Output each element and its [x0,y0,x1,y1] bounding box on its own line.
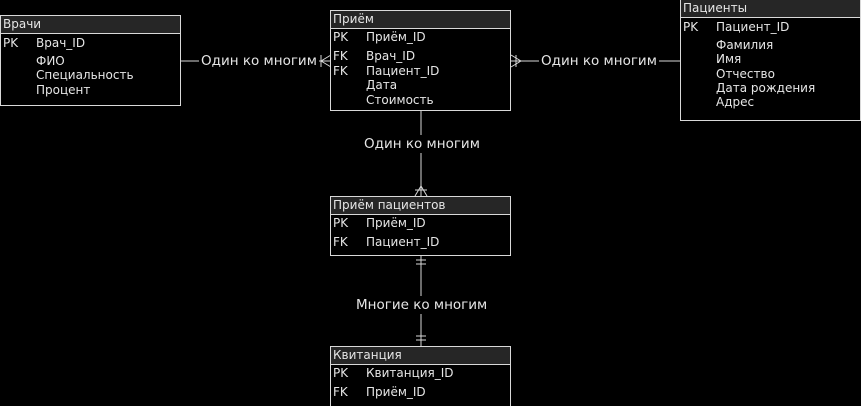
attr-name: ФИО [36,54,65,68]
crowfoot-priem-left [320,54,332,62]
attr-name: Стоимость [366,93,434,107]
attr-key: PK [333,30,349,44]
attr-name: Приём_ID [366,30,426,44]
attr-key: PK [683,20,699,34]
attr-name: Специальность [36,68,134,82]
entity-title: Приём [331,11,510,28]
attr-name: Приём_ID [366,385,426,399]
attr-key: FK [333,64,348,78]
attr-name: Квитанция_ID [366,366,454,380]
entity-title: Приём пациентов [331,197,510,214]
attr-key: PK [333,216,349,230]
attr-key: PK [333,366,349,380]
attr-name: Врач_ID [36,36,86,50]
attr-key: PK [3,36,19,50]
attr-key: FK [333,49,348,63]
relation-label-priem-priem-patsientov: Один ко многим [362,135,482,153]
relation-label-priem-patsientov-kvitantsiya: Многие ко многим [354,296,490,314]
attr-key: FK [333,235,348,249]
attr-name: Дата рождения [716,81,816,95]
crowfoot-priem-patsientov [414,185,422,197]
entity-title: Врачи [1,16,180,33]
entity-kvitantsiya[interactable]: Квитанция PK Квитанция_ID FK Приём_ID [330,346,511,406]
attr-name: Фамилия [716,38,774,52]
attr-name: Приём_ID [366,216,426,230]
entity-title: Квитанция [331,347,510,364]
attr-name: Врач_ID [366,49,416,63]
entity-vrachi[interactable]: Врачи PK Врач_ID ФИО Специальность Проце… [0,15,181,106]
attr-name: Пациент_ID [366,235,440,249]
attr-name: Адрес [716,95,755,109]
relation-label-patsienty-priem: Один ко многим [539,52,659,70]
attr-name: Пациент_ID [366,64,440,78]
attr-name: Пациент_ID [716,20,790,34]
attr-key: FK [333,385,348,399]
attr-name: Дата [366,78,398,92]
attr-name: Имя [716,52,742,66]
entity-priem[interactable]: Приём PK Приём_ID FK Врач_ID FK Пациент_… [330,10,511,111]
entity-priem-patsientov[interactable]: Приём пациентов PK Приём_ID FK Пациент_I… [330,196,511,256]
relation-label-vrachi-priem: Один ко многим [199,52,319,70]
attr-name: Отчество [716,67,775,81]
entity-patsienty[interactable]: Пациенты PK Пациент_ID Фамилия Имя Отчес… [680,0,861,121]
entity-title: Пациенты [681,0,860,17]
attr-name: Процент [36,83,91,97]
